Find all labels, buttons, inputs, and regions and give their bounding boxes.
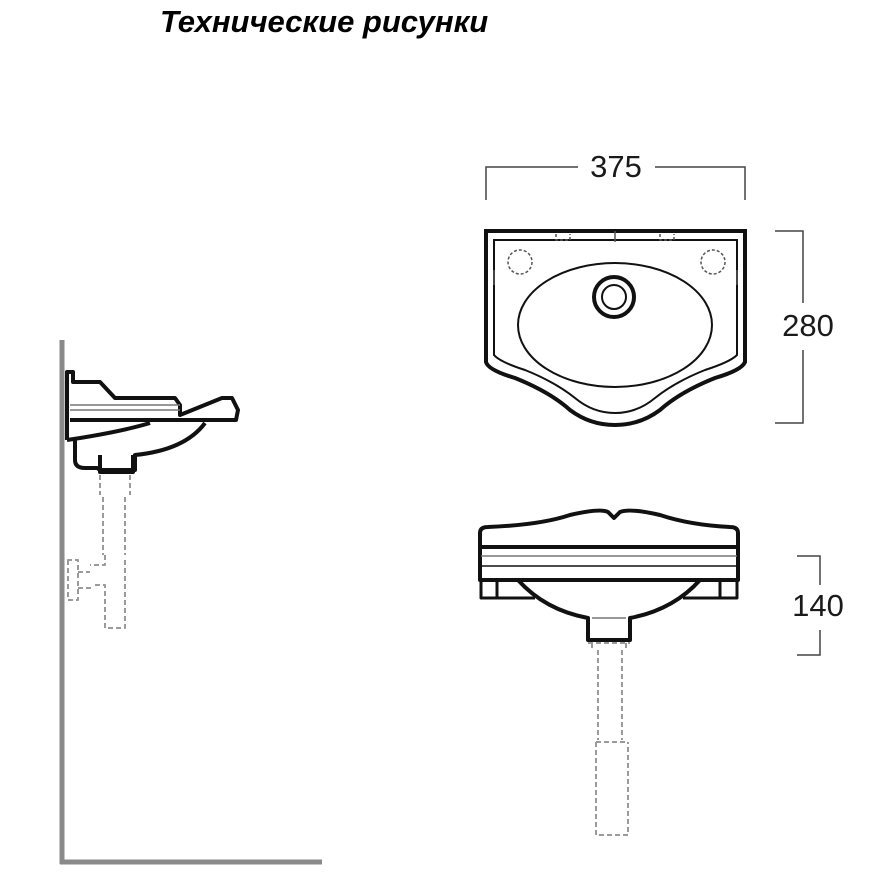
overflow-notches bbox=[555, 234, 675, 241]
drain-outer bbox=[592, 275, 636, 319]
side-bowl bbox=[66, 421, 207, 472]
side-basin-top bbox=[65, 370, 240, 440]
top-outline bbox=[484, 229, 747, 428]
dimension-height bbox=[797, 555, 821, 656]
bowl-ellipse bbox=[517, 262, 713, 388]
tap-hole-right bbox=[700, 249, 726, 275]
drain-inner bbox=[601, 284, 627, 310]
dimension-width-label: 375 bbox=[590, 149, 642, 184]
front-flanges bbox=[479, 580, 739, 600]
tap-hole-left bbox=[507, 249, 533, 275]
front-bowl bbox=[516, 578, 702, 642]
dimension-height-label: 140 bbox=[792, 588, 844, 623]
dimension-width bbox=[485, 166, 746, 200]
front-top bbox=[478, 508, 740, 582]
side-trap-hidden bbox=[67, 475, 131, 629]
side-view bbox=[59, 340, 322, 865]
top-inner-rim bbox=[493, 239, 738, 415]
dimension-depth bbox=[775, 230, 804, 424]
top-view bbox=[484, 229, 747, 428]
front-pipe-hidden bbox=[588, 642, 630, 836]
page-title: Технические рисунки bbox=[160, 4, 489, 39]
side-drain bbox=[98, 455, 135, 474]
front-view bbox=[478, 508, 740, 836]
dimension-depth-label: 280 bbox=[782, 308, 834, 343]
